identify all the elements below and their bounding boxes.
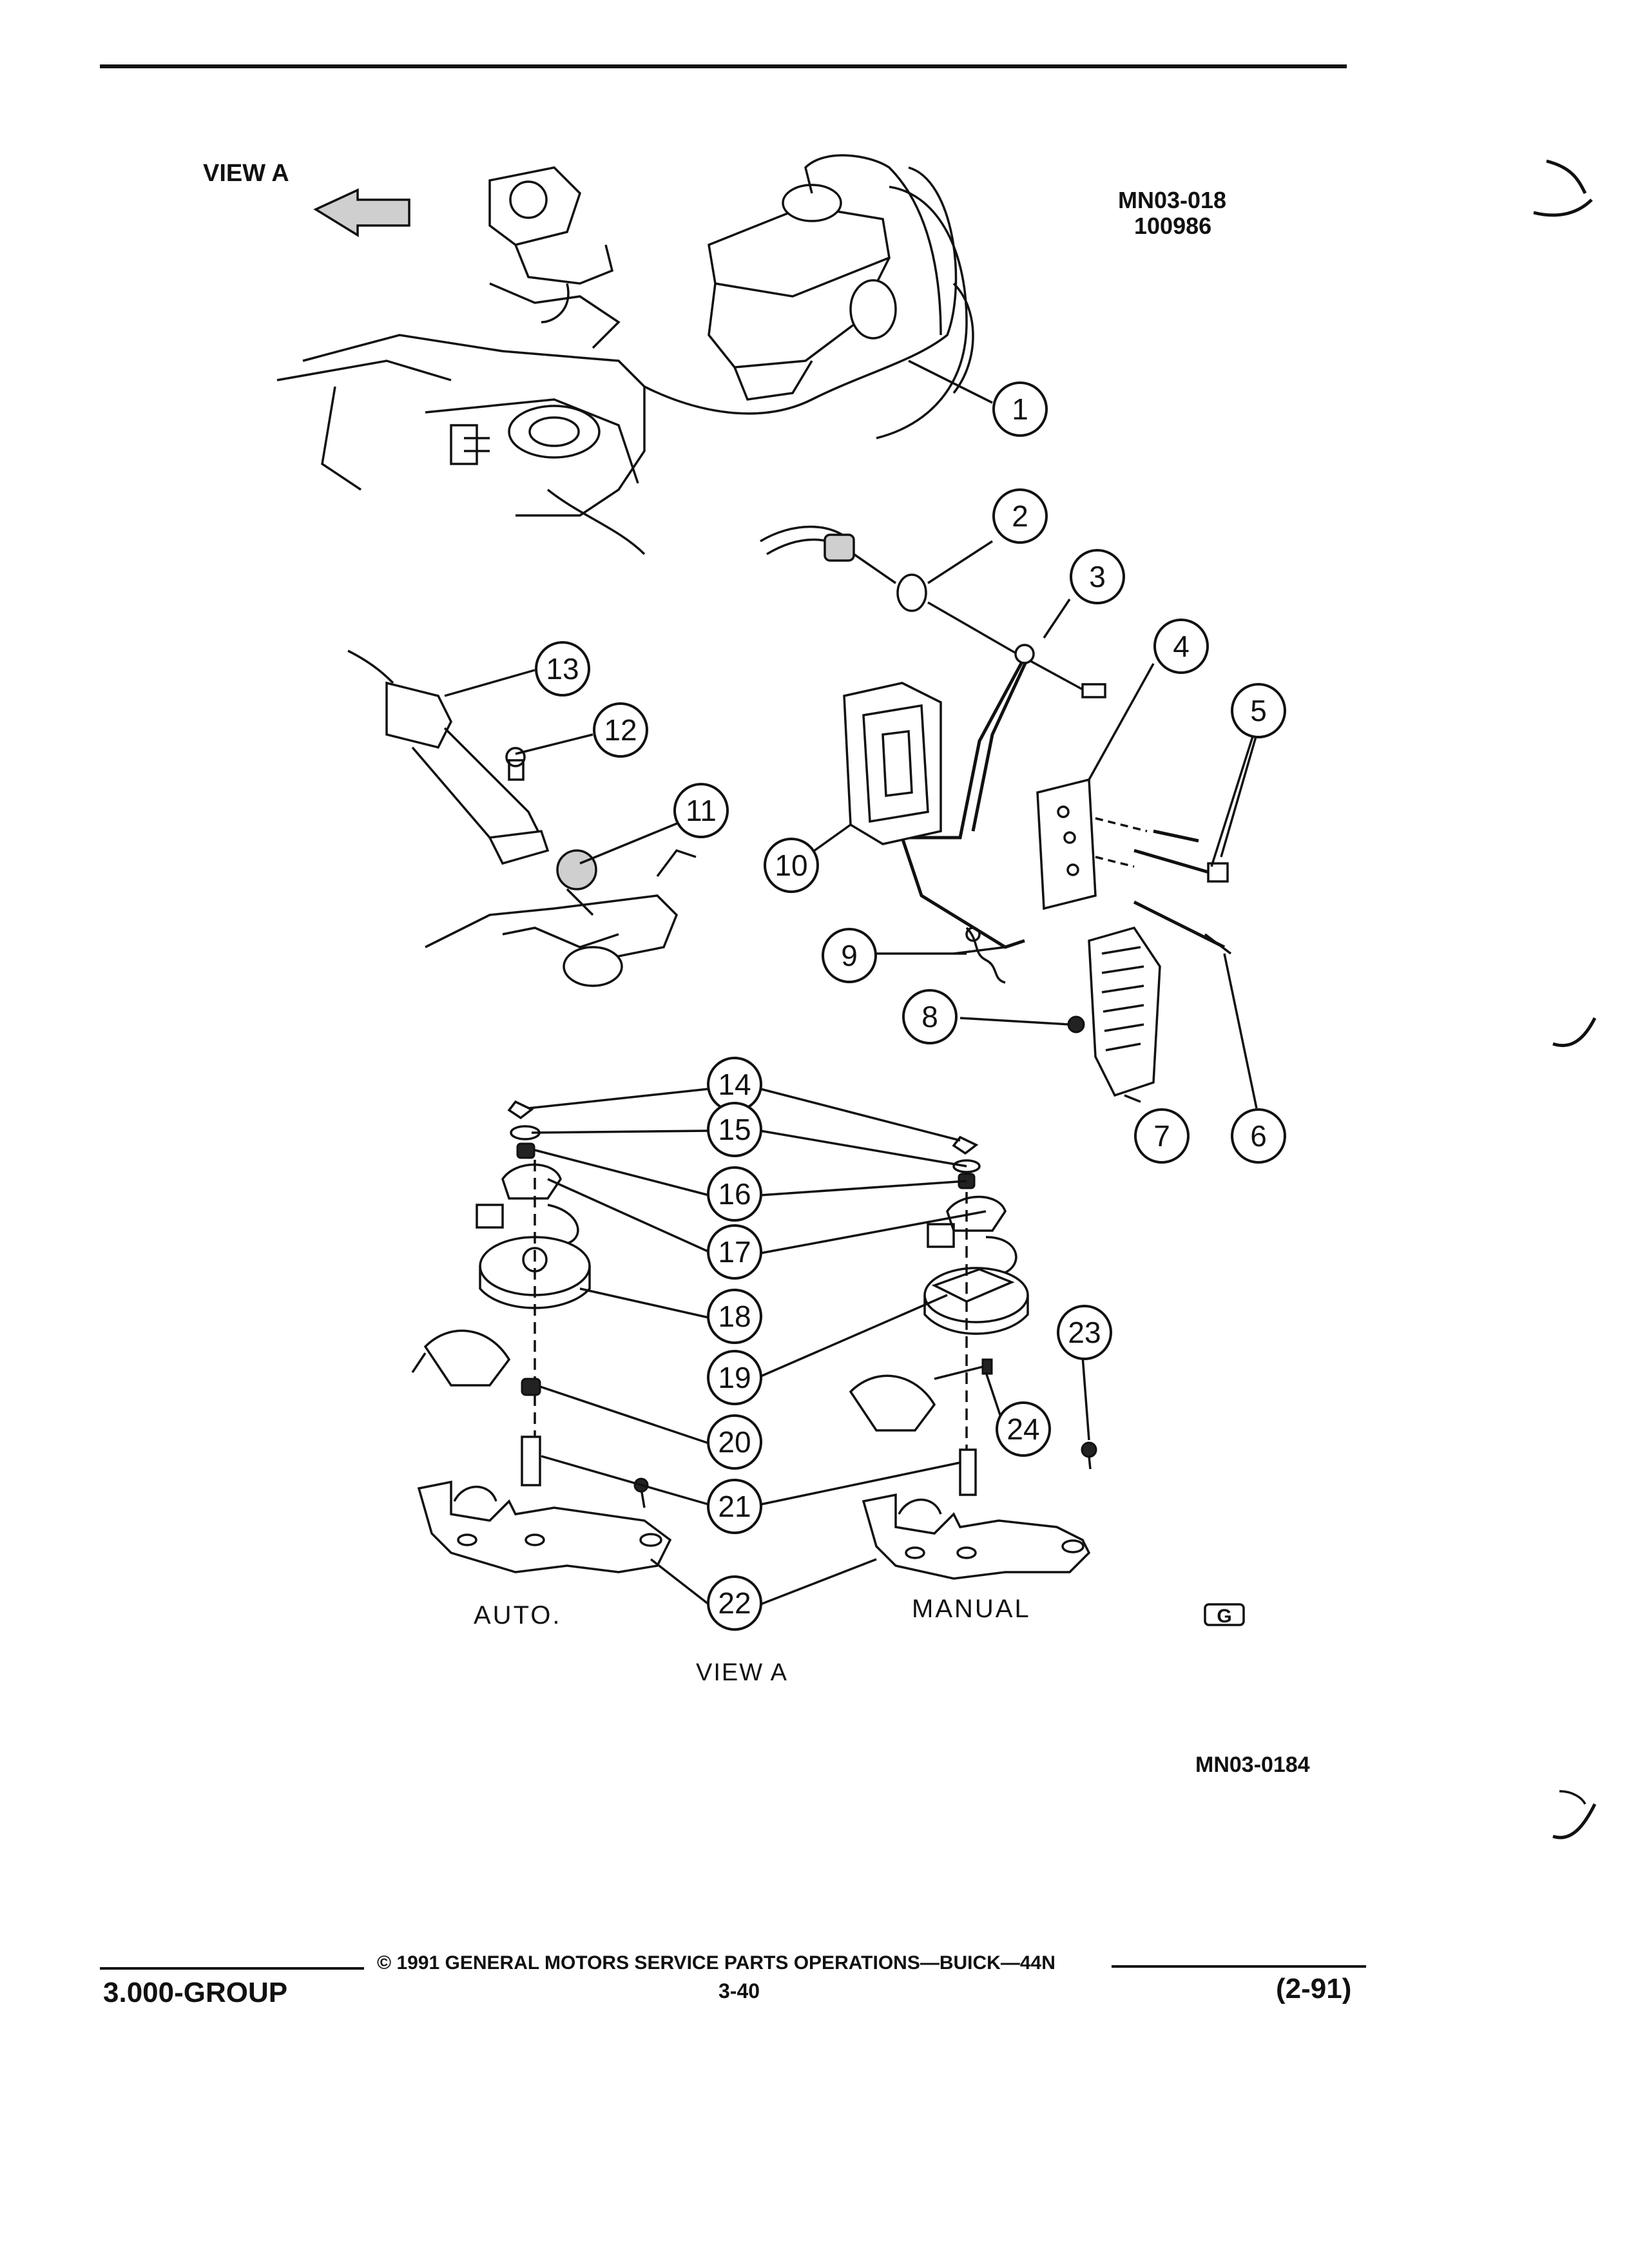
callout-13: 13 [535, 641, 590, 697]
callout-2: 2 [992, 488, 1048, 544]
manual-switch-assembly-illustration [849, 1135, 1097, 1580]
bolts-illustration [1133, 829, 1229, 883]
view-arrow-icon [313, 188, 410, 238]
callout-1: 1 [992, 381, 1048, 437]
auto-label: AUTO. [474, 1601, 562, 1629]
footer-revision: (2-91) [1276, 1973, 1352, 2004]
view-a-bottom-label: VIEW A [696, 1659, 788, 1686]
figure-date: 100986 [1134, 213, 1212, 239]
figure-id: MN03-0184 [1195, 1753, 1310, 1777]
figure-code: MN03-018 [1118, 187, 1227, 213]
callout-19: 19 [707, 1350, 762, 1405]
footer-page-number: 3-40 [718, 1979, 760, 2003]
cable-grommet-illustration [760, 525, 1106, 698]
stud-illustration [1133, 900, 1232, 955]
view-a-top-label: VIEW A [203, 160, 289, 187]
callout-6: 6 [1231, 1108, 1286, 1164]
callout-5: 5 [1231, 683, 1286, 738]
callout-8: 8 [902, 989, 958, 1044]
spring-illustration [965, 927, 1006, 984]
callout-18: 18 [707, 1289, 762, 1344]
auto-switch-assembly-illustration [411, 1100, 672, 1573]
top-rule [100, 64, 1347, 68]
callout-15: 15 [707, 1102, 762, 1157]
callout-10: 10 [764, 838, 819, 893]
callout-22: 22 [707, 1575, 762, 1631]
callout-20: 20 [707, 1414, 762, 1470]
svg-text:G: G [1217, 1606, 1231, 1627]
callout-21: 21 [707, 1479, 762, 1534]
callout-24: 24 [996, 1401, 1051, 1457]
manual-label: MANUAL [912, 1595, 1031, 1623]
gm-logo-icon: G [1204, 1603, 1245, 1627]
clip-illustration [1067, 1015, 1085, 1033]
sensor-assembly-illustration [347, 649, 697, 987]
footer-rule-right [1112, 1965, 1366, 1968]
callout-12: 12 [593, 702, 648, 758]
callout-4: 4 [1153, 619, 1209, 674]
callout-9: 9 [822, 928, 877, 983]
callout-17: 17 [707, 1224, 762, 1280]
leader-lines [444, 360, 1258, 1606]
binder-marks [1533, 159, 1597, 1840]
pedal-bracket-illustration [1036, 778, 1148, 910]
callout-7: 7 [1134, 1108, 1190, 1164]
callout-16: 16 [707, 1166, 762, 1222]
footer-group: 3.000-GROUP [103, 1977, 288, 2008]
pedal-pad-illustration [1088, 926, 1161, 1097]
callout-23: 23 [1057, 1305, 1112, 1360]
footer-rule-left [100, 1967, 364, 1970]
callout-11: 11 [673, 783, 729, 838]
callout-3: 3 [1070, 549, 1125, 604]
module-illustration [843, 682, 942, 845]
footer-copyright: © 1991 GENERAL MOTORS SERVICE PARTS OPER… [377, 1952, 1055, 1974]
engine-assembly-illustration [276, 154, 974, 555]
